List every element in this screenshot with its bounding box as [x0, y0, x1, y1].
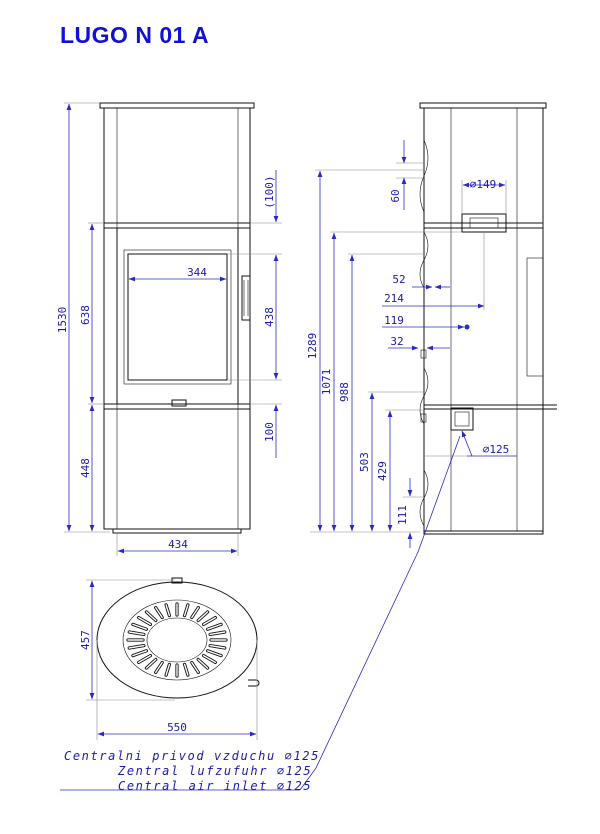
air-slot	[128, 631, 145, 636]
air-slot	[191, 606, 200, 619]
top-dimensions	[86, 579, 258, 740]
dim-glass-height: 438	[263, 307, 276, 327]
legend-line-cz: Centralni privod vzduchu ⌀125	[64, 749, 320, 763]
dim-door-height: 638	[79, 305, 92, 325]
air-slot	[197, 658, 209, 669]
dim-lower-inlet-height: 429	[376, 461, 389, 481]
dim-lower-offset: 100	[263, 422, 276, 442]
dim-top-width: 550	[167, 721, 187, 734]
dim-pipe-offset: 60	[389, 189, 402, 202]
air-slot	[132, 650, 148, 657]
air-slot	[202, 616, 217, 626]
top-view	[96, 577, 260, 699]
dim-total-height: 1530	[56, 307, 69, 334]
air-slot	[128, 644, 145, 649]
dim-top-depth: 457	[79, 630, 92, 650]
dim-32: 32	[390, 335, 403, 348]
air-slot	[165, 604, 171, 617]
air-slot	[154, 606, 163, 619]
dim-glass-width: 344	[187, 266, 207, 279]
dim-top-outlet-height: 1071	[320, 369, 333, 396]
air-slot	[191, 661, 200, 674]
drawing-title: LUGO N 01 A	[60, 22, 210, 48]
air-slot	[137, 654, 152, 664]
dim-inlet-diameter: ⌀125	[483, 443, 510, 456]
front-view	[99, 102, 255, 534]
side-dimensions	[310, 140, 517, 548]
dim-inlet-height: 503	[358, 452, 371, 472]
dim-flue-height: 1289	[306, 333, 319, 360]
front-dimensions	[64, 102, 282, 556]
air-slot	[209, 644, 226, 649]
air-slot	[183, 604, 189, 617]
air-slot	[206, 623, 222, 630]
air-slot	[165, 663, 171, 676]
dim-119: 119	[384, 314, 404, 327]
air-slots	[126, 602, 228, 678]
dim-52: 52	[392, 273, 405, 286]
air-slot	[202, 654, 217, 664]
air-slot	[209, 631, 226, 636]
legend-line-de: Zentral lufzufuhr ⌀125	[117, 764, 312, 778]
side-view	[419, 102, 557, 535]
dim-bottom-height: 448	[79, 458, 92, 478]
air-slot	[197, 611, 209, 622]
dim-outlet-height: 988	[338, 382, 351, 402]
legend-line-en: Central air inlet ⌀125	[118, 779, 312, 793]
air-slot	[132, 623, 148, 630]
air-slot	[183, 663, 189, 676]
dim-front-width: 434	[168, 538, 188, 551]
dim-flue-diameter: ⌀149	[470, 178, 497, 191]
air-slot	[154, 661, 163, 674]
air-slot	[145, 658, 157, 669]
air-slot	[145, 611, 157, 622]
dim-top-offset: (100)	[263, 175, 276, 208]
dim-214: 214	[384, 292, 404, 305]
legend-leader	[60, 435, 461, 791]
air-slot	[206, 650, 222, 657]
dim-bottom-inlet-height: 111	[396, 505, 409, 525]
air-slot	[137, 616, 152, 626]
